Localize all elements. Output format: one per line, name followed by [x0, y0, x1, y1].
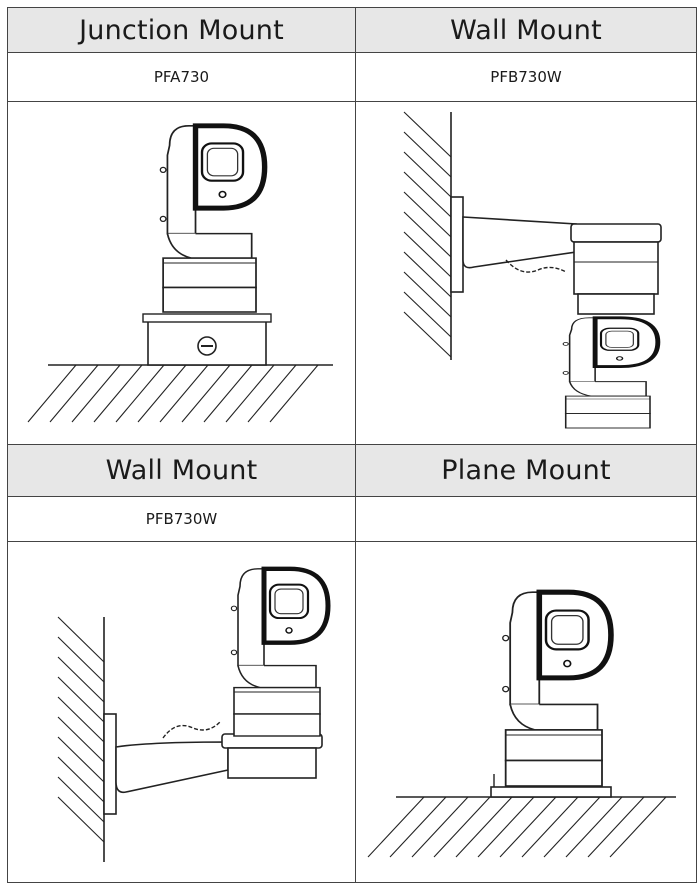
wall-mount-upright-camera-illustration: [57, 542, 355, 862]
model-text: PFB730W: [145, 510, 218, 528]
heading-wall-mount-2: Wall Mount: [8, 445, 356, 497]
figure-plane-mount: [356, 542, 697, 883]
heading-wall-mount: Wall Mount: [356, 8, 697, 53]
model-empty: [356, 497, 697, 542]
wall-mount-hanging-camera-illustration: [403, 111, 662, 444]
heading-junction-mount: Junction Mount: [8, 8, 356, 53]
heading-text: Plane Mount: [441, 455, 611, 486]
model-text: PFA730: [153, 68, 210, 86]
model-pfb730w: PFB730W: [356, 53, 697, 102]
figure-wall-mount-hanging: [356, 102, 697, 445]
model-pfa730: PFA730: [8, 53, 356, 102]
heading-plane-mount: Plane Mount: [356, 445, 697, 497]
model-pfb730w-2: PFB730W: [8, 497, 356, 542]
figure-wall-mount-upright: [8, 542, 356, 883]
mount-table: Junction Mount Wall Mount PFA730 PFB730W: [7, 7, 697, 883]
model-text: PFB730W: [490, 68, 562, 86]
figure-junction-mount: [8, 102, 356, 445]
heading-text: Wall Mount: [450, 14, 602, 46]
junction-mount-camera-illustration: [27, 102, 333, 423]
heading-text: Junction Mount: [79, 14, 284, 46]
heading-text: Wall Mount: [105, 455, 258, 486]
plane-mount-camera-illustration: [367, 542, 676, 858]
